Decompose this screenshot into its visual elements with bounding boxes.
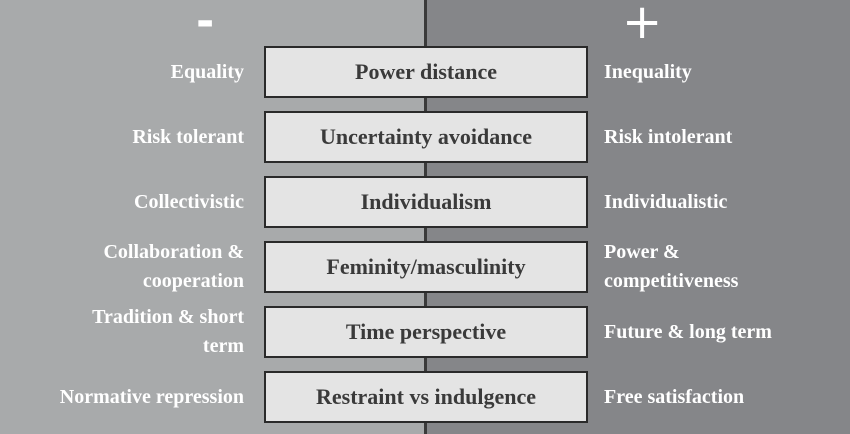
- high-pole-label: Power & competitiveness: [604, 241, 739, 292]
- high-pole-label: Future & long term: [604, 320, 772, 343]
- dimension-box: Individualism: [264, 176, 588, 228]
- high-pole-label: Free satisfaction: [604, 385, 745, 408]
- low-pole-label: Collectivistic: [134, 190, 244, 213]
- low-pole-label: Normative repression: [59, 385, 244, 408]
- high-pole-label: Individualistic: [604, 190, 728, 213]
- dimension-row: Risk tolerant Uncertainty avoidance Risk…: [0, 111, 850, 163]
- dimension-box: Power distance: [264, 46, 588, 98]
- dimension-row: Collaboration & cooperation Feminity/mas…: [0, 241, 850, 293]
- dimension-row: Collectivistic Individualism Individuali…: [0, 176, 850, 228]
- dimension-row: Normative repression Restraint vs indulg…: [0, 371, 850, 423]
- low-pole-label: Risk tolerant: [132, 125, 244, 148]
- dimension-row: Equality Power distance Inequality: [0, 46, 850, 98]
- high-pole-label: Risk intolerant: [604, 125, 733, 148]
- low-pole-label: Equality: [170, 60, 244, 83]
- dimension-box: Uncertainty avoidance: [264, 111, 588, 163]
- minus-sign: -: [196, 0, 215, 47]
- plus-sign: +: [622, 0, 663, 50]
- dimension-box: Restraint vs indulgence: [264, 371, 588, 423]
- dimension-box: Time perspective: [264, 306, 588, 358]
- dimension-row: Tradition & short term Time perspective …: [0, 306, 850, 358]
- low-pole-label: Tradition & short term: [92, 306, 244, 357]
- high-pole-label: Inequality: [604, 60, 692, 83]
- dimension-box: Feminity/masculinity: [264, 241, 588, 293]
- low-pole-label: Collaboration & cooperation: [103, 241, 244, 292]
